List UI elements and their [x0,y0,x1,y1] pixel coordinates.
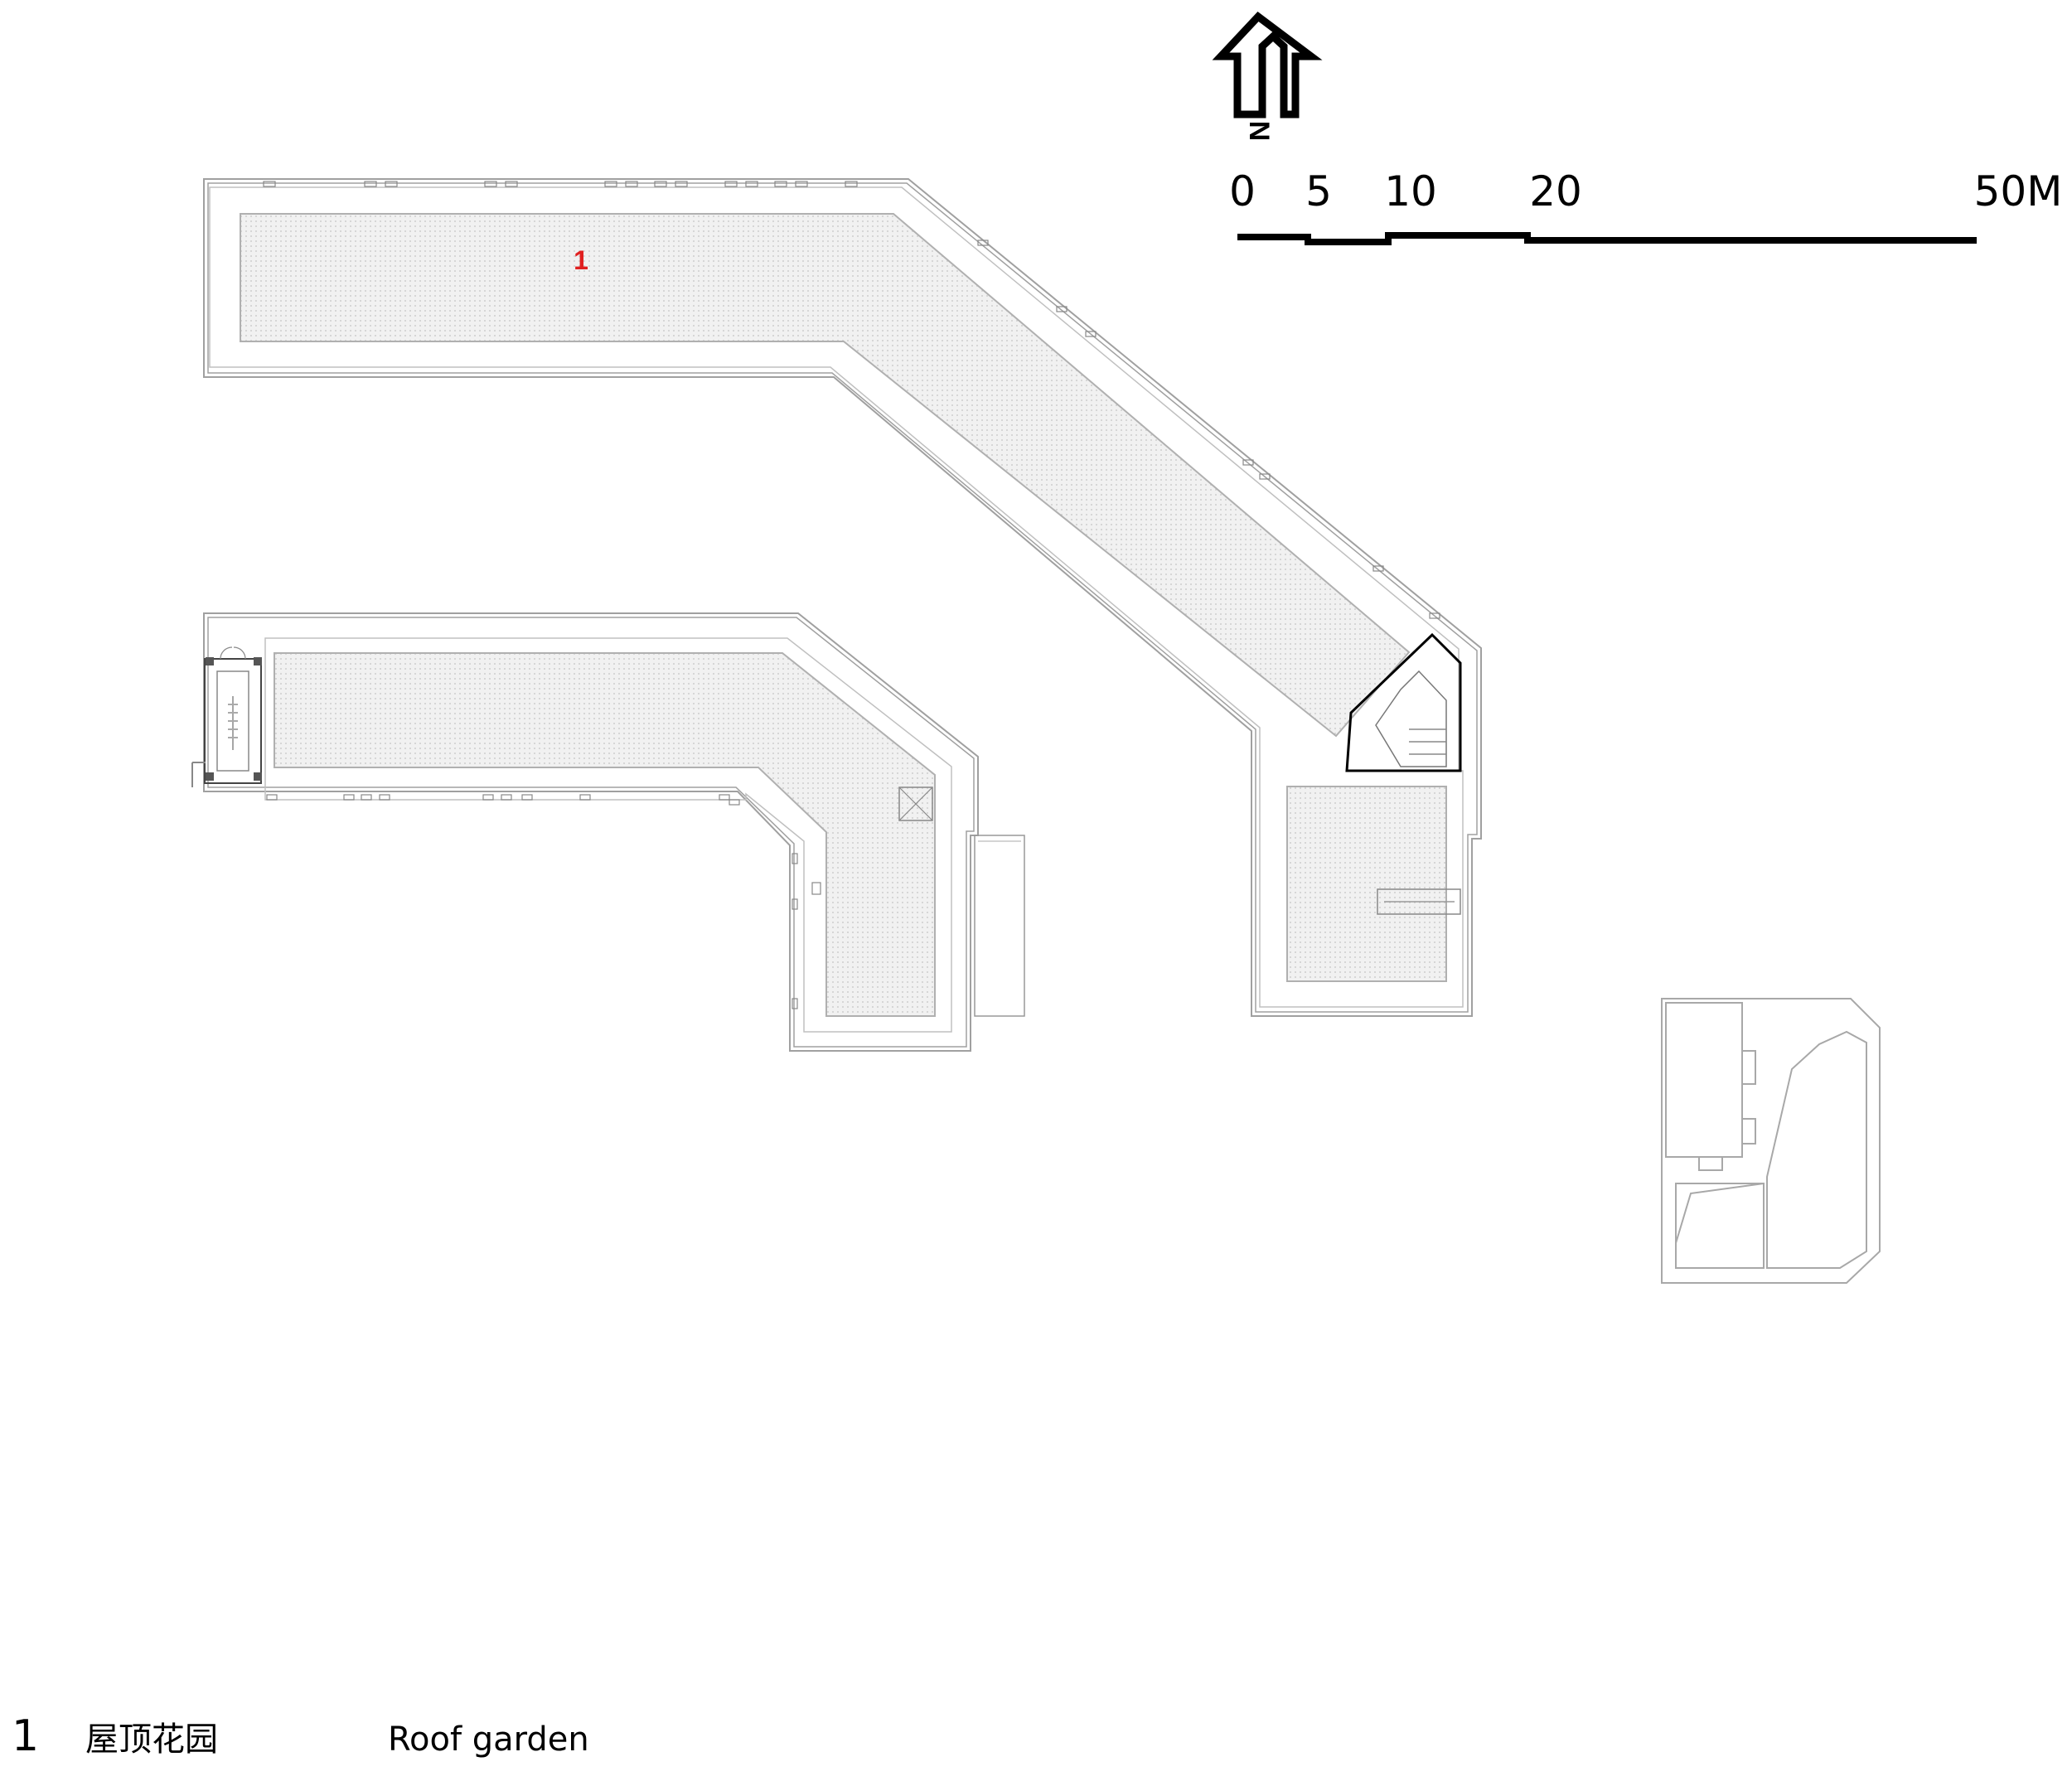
scale-label-0: 0 [1229,167,1256,215]
key-plan [1661,998,1881,1284]
legend: 1 屋顶花园 Roof garden [12,1711,589,1761]
legend-number: 1 [12,1711,39,1761]
north-arrow-icon: N [1212,11,1323,142]
north-arrow-letter: N [1243,121,1275,142]
scale-label-50m: 50M [1974,167,2063,215]
scale-label-5: 5 [1305,167,1332,215]
scale-label-20: 20 [1529,167,1582,215]
upper-building-roof [203,178,1482,1017]
parapet-fixtures-lower [266,794,821,1009]
scale-label-10: 10 [1384,167,1437,215]
scale-bar: 0 5 10 20 50M [1229,167,2063,245]
parapet-fixtures-upper [263,181,1440,619]
lower-building-roof [191,612,1025,1052]
legend-chinese-label: 屋顶花园 [85,1721,218,1759]
legend-english-label: Roof garden [388,1721,589,1759]
zone-label-roof-garden: 1 [574,245,588,275]
